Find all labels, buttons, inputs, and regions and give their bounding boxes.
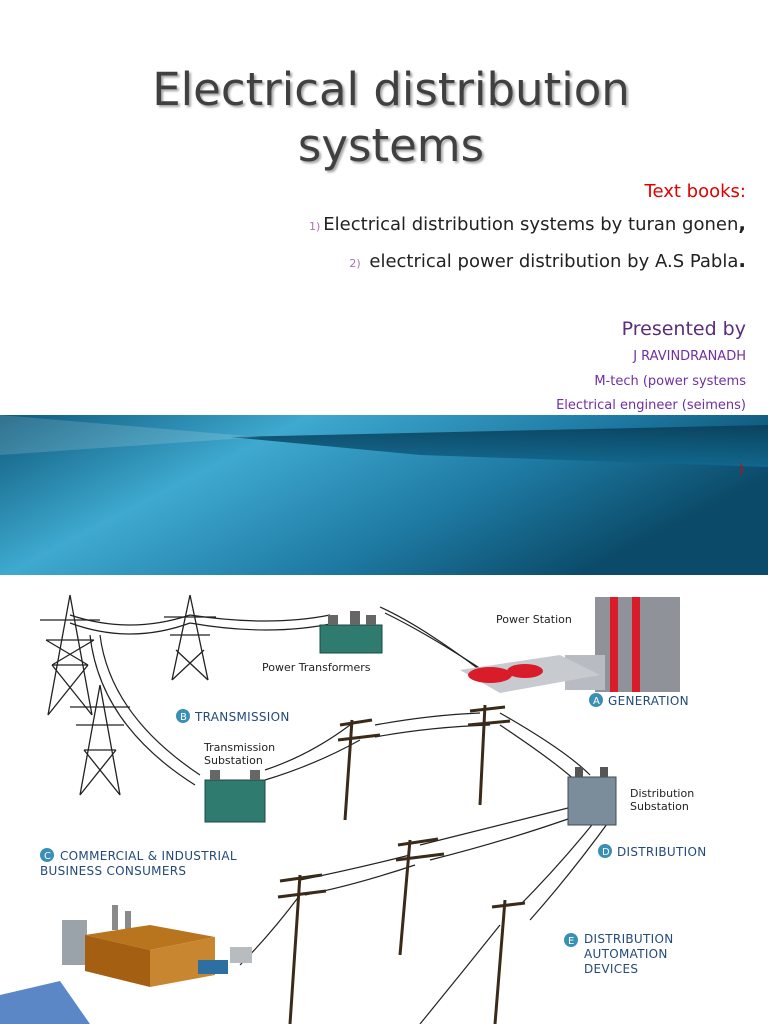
stray-parenthesis: ) (738, 462, 744, 477)
badge-e-letter: E (568, 936, 574, 947)
wooden-poles (277, 704, 526, 1024)
label-distribution-substation-2: Substation (630, 800, 689, 813)
presented-by: Presented by (621, 318, 746, 340)
textbook-number: 2) (349, 257, 361, 270)
decorative-blue-band (0, 415, 768, 575)
distribution-substation-icon (567, 767, 617, 826)
textbook-punct: , (738, 211, 746, 235)
power-station-icon (460, 597, 680, 693)
label-transmission: TRANSMISSION (194, 710, 290, 724)
label-distribution: DISTRIBUTION (617, 845, 707, 859)
badge-a-icon (589, 693, 603, 707)
power-transformers-icon (319, 611, 383, 654)
textbook-item-2: 2) electrical power distribution by A.S … (349, 248, 746, 272)
title-line-2: systems (297, 119, 485, 172)
transmission-substation-icon (204, 770, 266, 823)
textbooks-heading: Text books: (644, 181, 746, 202)
slide-title: Electrical distribution systems (0, 62, 768, 174)
badge-c-icon (40, 848, 54, 862)
badge-d-letter: D (602, 847, 610, 858)
label-commercial-2: BUSINESS CONSUMERS (40, 864, 186, 878)
badge-c-letter: C (44, 851, 51, 862)
textbook-punct: . (738, 248, 746, 272)
textbook-item-1: 1)Electrical distribution systems by tur… (309, 211, 746, 235)
label-generation: GENERATION (608, 694, 689, 708)
power-system-illustration: Power Station Power Transformers A GENER… (0, 594, 707, 1024)
label-power-station: Power Station (496, 613, 572, 626)
transmission-towers (40, 594, 216, 796)
textbook-text: electrical power distribution by A.S Pab… (369, 251, 739, 272)
badge-b-letter: B (180, 712, 187, 723)
badge-d-icon (598, 844, 612, 858)
label-automation-1: DISTRIBUTION (584, 932, 674, 946)
textbook-text: Electrical distribution systems by turan… (323, 214, 739, 235)
badge-a-letter: A (593, 696, 600, 707)
badge-e-icon (564, 933, 578, 947)
label-transmission-substation-1: Transmission (203, 741, 275, 754)
factory-icon (0, 905, 252, 1024)
label-commercial-1: COMMERCIAL & INDUSTRIAL (60, 849, 237, 863)
power-lines (69, 606, 611, 1024)
label-automation-3: DEVICES (584, 962, 638, 976)
label-automation-2: AUTOMATION (584, 947, 668, 961)
label-distribution-substation-1: Distribution (630, 787, 694, 800)
title-slide: Electrical distribution systems Text boo… (0, 62, 768, 575)
presenter-role: Electrical engineer (seimens) (556, 398, 746, 413)
label-power-transformers: Power Transformers (262, 661, 371, 674)
power-system-diagram: Power Station Power Transformers A GENER… (0, 575, 768, 1024)
badge-b-icon (176, 709, 190, 723)
presenter-degree: M-tech (power systems (594, 374, 746, 389)
presenter-name: J RAVINDRANADH (633, 349, 746, 364)
textbook-number: 1) (309, 220, 321, 233)
label-transmission-substation-2: Substation (204, 754, 263, 767)
title-line-1: Electrical distribution (152, 63, 630, 116)
